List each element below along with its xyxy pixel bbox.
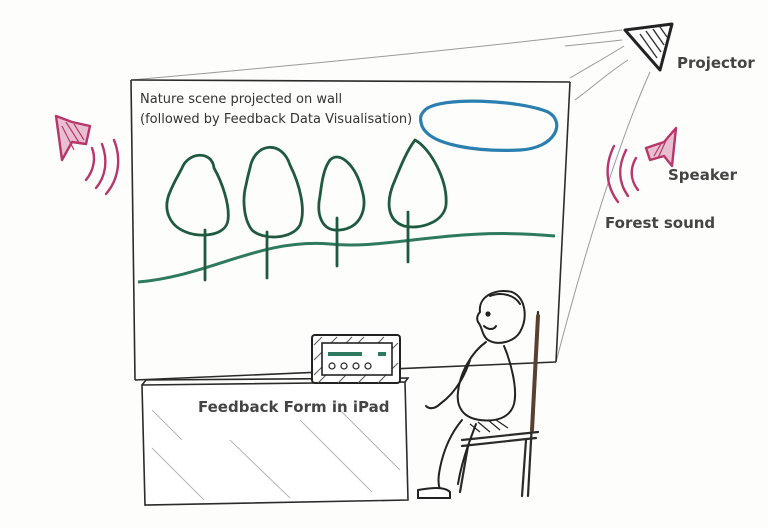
wall-caption-line2: (followed by Feedback Data Visualisation… (140, 112, 413, 127)
table (141, 377, 410, 506)
forest-sound-label: Forest sound (605, 214, 716, 232)
projector-label: Projector (677, 54, 755, 72)
tree-2 (242, 146, 304, 280)
projection-beam (130, 29, 651, 363)
person-figure (417, 290, 526, 499)
tree-1 (165, 153, 230, 282)
ground-line (137, 232, 556, 284)
wall-caption-line1: Nature scene projected on wall (140, 92, 343, 107)
ipad-device (311, 334, 401, 384)
chair (458, 310, 540, 498)
tree-3 (317, 155, 366, 268)
right-speaker-icon (644, 126, 678, 168)
person-torso (456, 341, 516, 422)
wall-caption: Nature scene projected on wall (followed… (140, 90, 412, 130)
tree-group (165, 138, 448, 282)
person-pants-hatching (469, 419, 509, 433)
right-sound-waves (606, 144, 640, 204)
person-head (476, 290, 526, 344)
left-speaker-icon (54, 114, 92, 162)
projector-icon (623, 22, 674, 72)
left-sound-waves (84, 138, 120, 196)
table-hatching (151, 409, 401, 501)
feedback-form-label: Feedback Form in iPad (198, 398, 390, 416)
cloud-shape (418, 99, 559, 152)
tree-4 (387, 138, 448, 264)
speaker-label: Speaker (668, 166, 737, 184)
